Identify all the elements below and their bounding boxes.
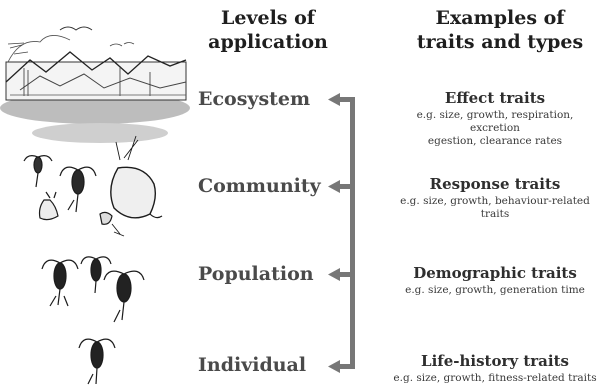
level-individual: Individual — [198, 354, 307, 376]
trait-title: Demographic traits — [413, 264, 577, 282]
examples-header-line1: Examples of — [435, 7, 565, 29]
trait-desc-line1: e.g. size, growth, generation time — [405, 284, 585, 296]
levels-header-line2: application — [208, 31, 328, 53]
level-ecosystem: Ecosystem — [198, 88, 311, 110]
trait-block-response: Response traits e.g. size, growth, behav… — [390, 175, 600, 221]
levels-header: Levels of application — [198, 6, 338, 54]
level-community: Community — [198, 175, 321, 197]
trait-desc-line1: e.g. size, growth, fitness-related trait… — [393, 372, 597, 384]
community-illustration — [23, 135, 163, 237]
level-arrows — [328, 93, 355, 373]
trait-block-effect: Effect traits e.g. size, growth, respira… — [390, 89, 600, 148]
trait-title: Effect traits — [444, 89, 546, 107]
examples-header: Examples of traits and types — [400, 6, 600, 54]
population-illustration — [41, 256, 145, 323]
trait-desc-line2: traits — [480, 208, 510, 220]
levels-header-line1: Levels of — [221, 7, 315, 29]
trait-desc-line1: e.g. size, growth, respiration, excretio… — [416, 109, 574, 134]
level-population: Population — [198, 263, 314, 285]
examples-header-line2: traits and types — [416, 31, 584, 53]
individual-illustration — [78, 338, 116, 385]
trait-block-demographic: Demographic traits e.g. size, growth, ge… — [390, 264, 600, 297]
trait-desc-line1: e.g. size, growth, behaviour-related — [400, 195, 590, 207]
ecosystem-illustration — [0, 26, 190, 143]
trait-title: Life-history traits — [421, 352, 569, 370]
trait-title: Response traits — [429, 175, 561, 193]
trait-desc-line2: egestion, clearance rates — [427, 135, 563, 147]
trait-block-life-history: Life-history traits e.g. size, growth, f… — [390, 352, 600, 385]
